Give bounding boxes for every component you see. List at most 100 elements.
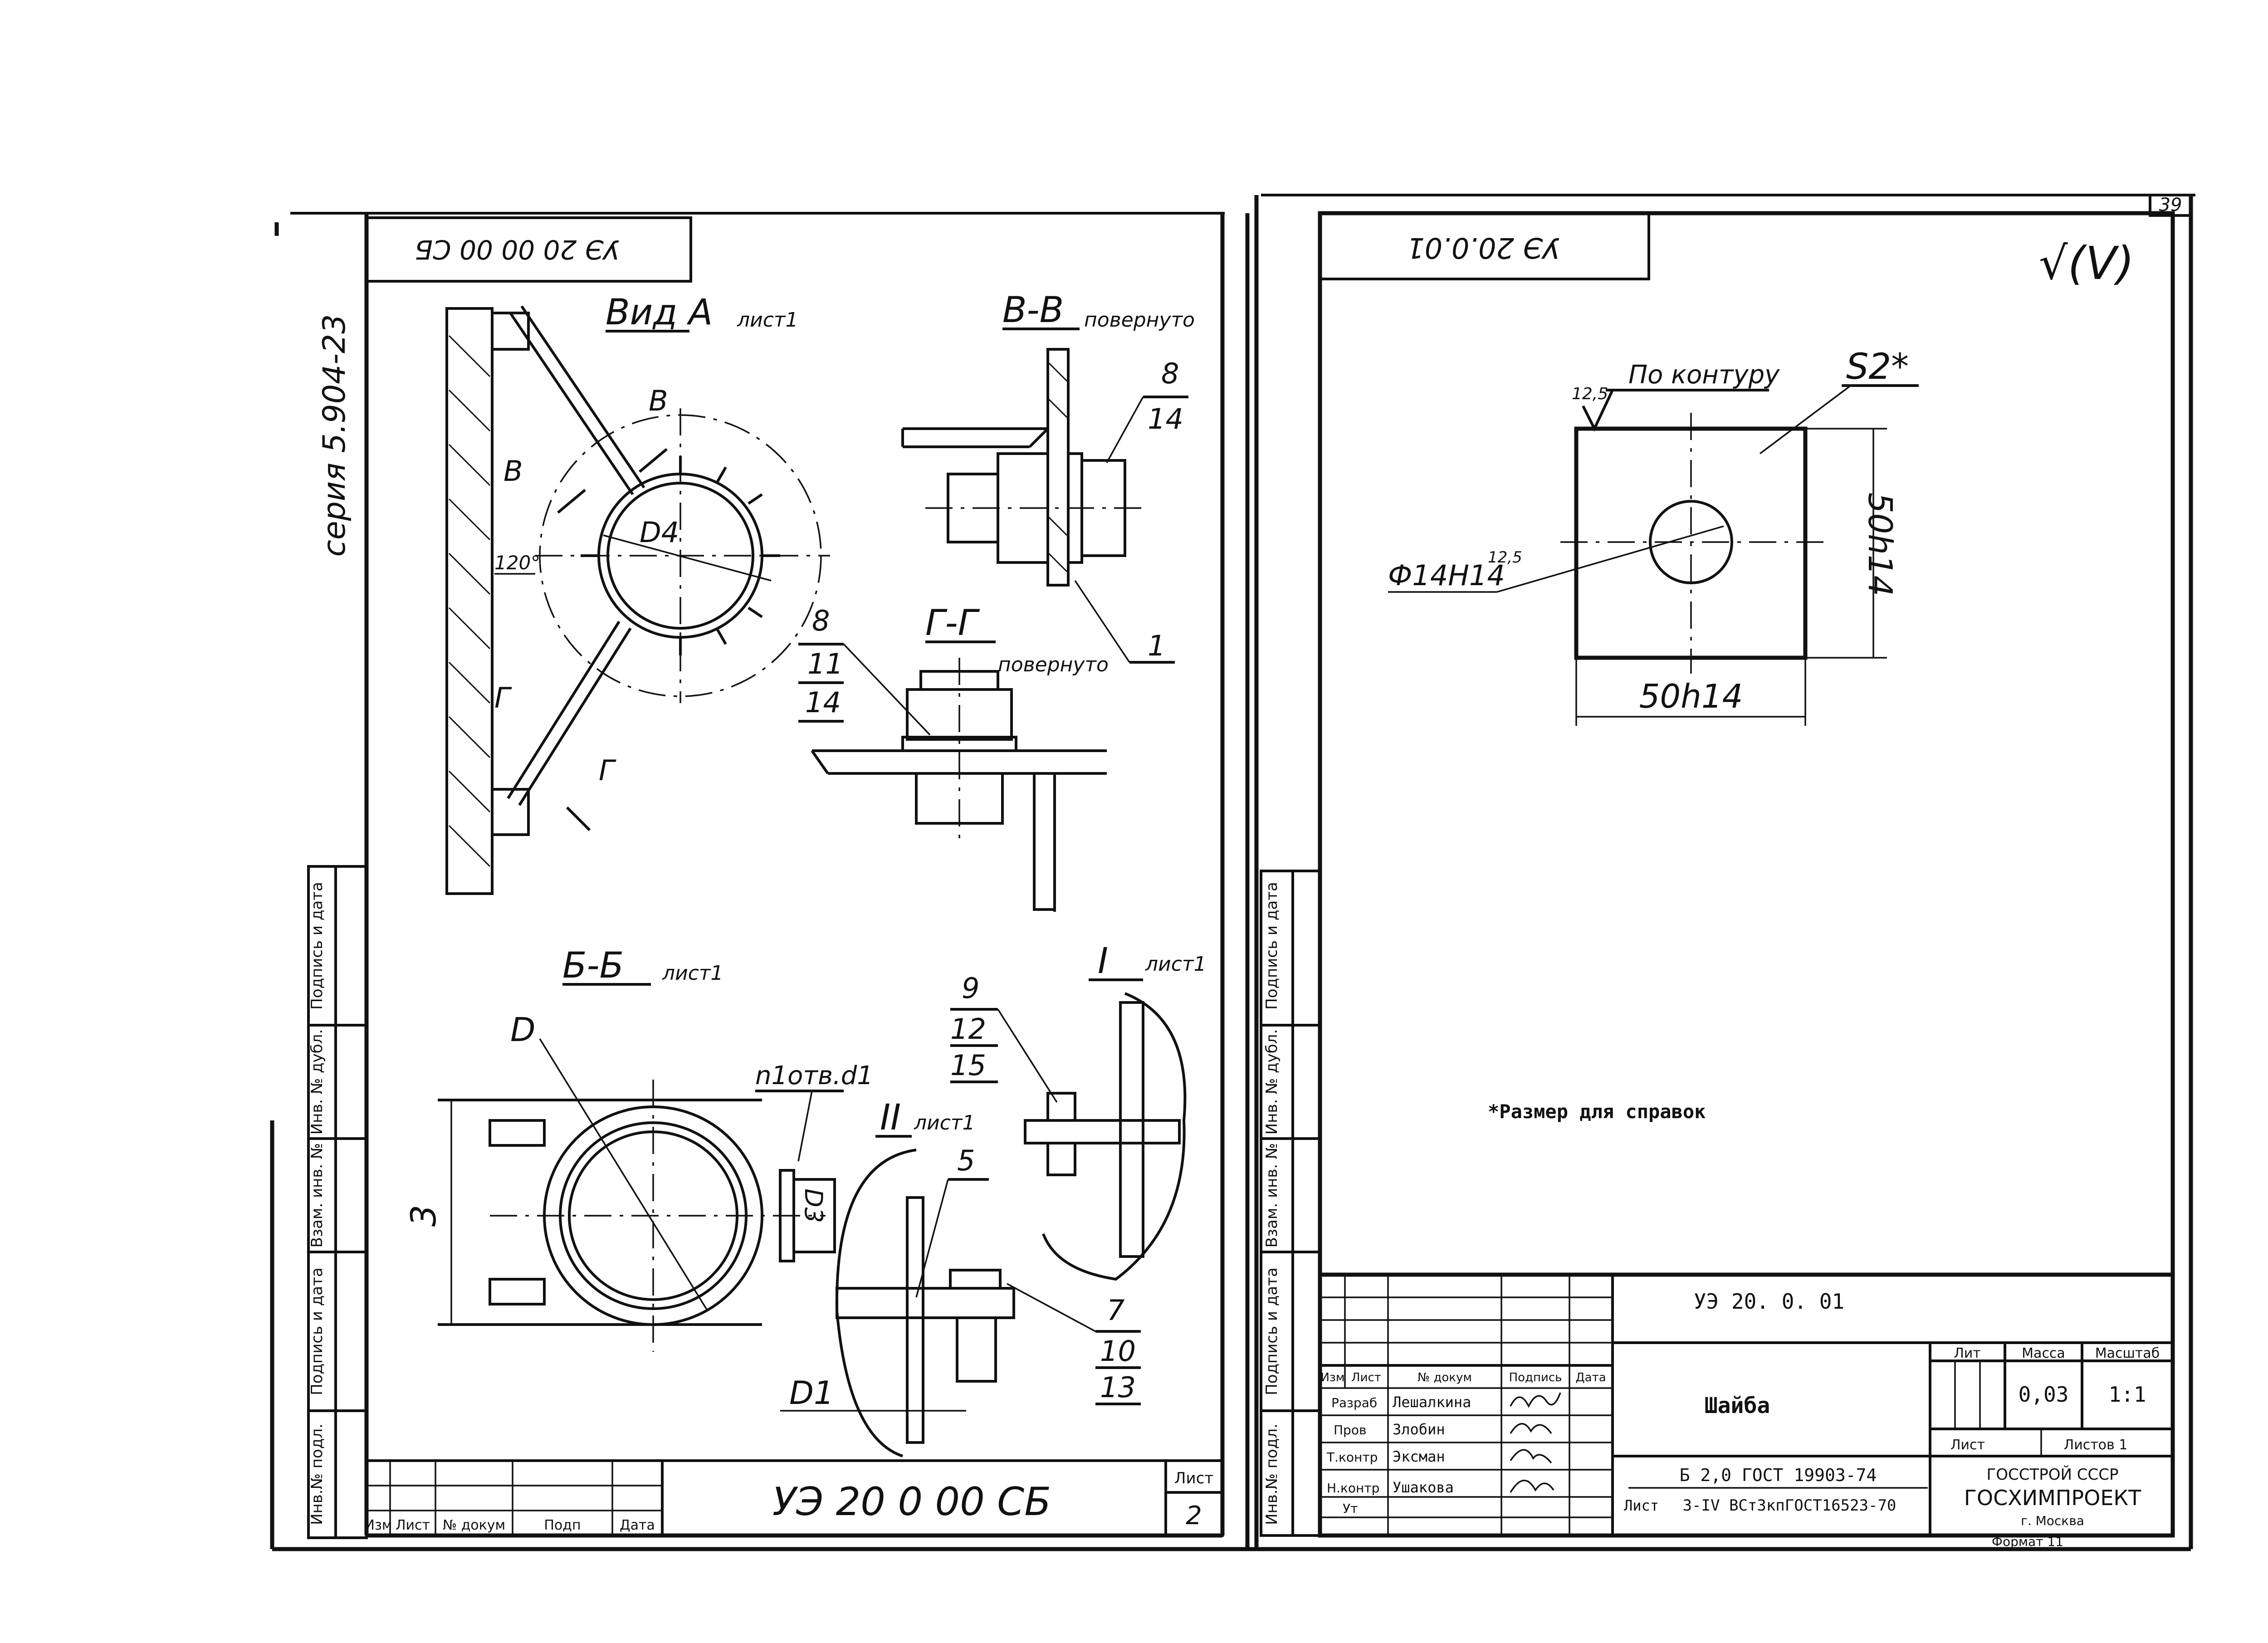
dim-3: 3 xyxy=(403,1205,444,1227)
corner-number: 39 xyxy=(2159,195,2182,215)
right-inner-frame xyxy=(1318,211,2175,1538)
left-tb-h2: Лист xyxy=(396,1517,430,1533)
right-side-col-5: Подпись и дата xyxy=(1263,882,1281,1010)
hole-roughness: 12,5 xyxy=(1488,548,1522,567)
callout-14-v: 14 xyxy=(1148,402,1183,435)
name-razrab: Лешалкина xyxy=(1393,1394,1471,1411)
label-angle: 120° xyxy=(494,552,540,574)
left-sheet: УЭ 20 00 00 СБ серия 5.904-23 Инв.№ подл… xyxy=(270,212,1256,1551)
callout-12: 12 xyxy=(950,1012,986,1046)
right-side-columns: Инв.№ подл. Подпись и дата Взам. инв. № … xyxy=(1260,870,1321,1537)
left-tb-code: УЭ 20 0 00 СБ xyxy=(772,1479,1051,1525)
cut-b-top: В xyxy=(649,384,668,417)
section-v: В-В повернуто 8 14 1 xyxy=(901,290,1195,664)
thickness-label: S2* xyxy=(1846,347,1909,387)
washer-drawing: По контуру 12,5 S2* Ф14Н14 12,5 50h14 50… xyxy=(1388,347,1919,726)
right-top-stamp-code: УЭ 20.0.01 xyxy=(1407,231,1559,264)
material-prefix: Лист xyxy=(1624,1497,1659,1514)
cut-b-left: В xyxy=(503,455,523,488)
label-d1: D1 xyxy=(789,1374,834,1412)
section-b-title: Б-Б xyxy=(562,945,624,986)
role-tkontr: Т.контр xyxy=(1326,1450,1378,1465)
height-dim: 50h14 xyxy=(1861,493,1899,597)
section-b-ref: лист1 xyxy=(662,962,723,985)
section-g-title: Г-Г xyxy=(925,603,980,644)
callout-9: 9 xyxy=(962,972,979,1005)
right-side-col-3: Взам. инв. № xyxy=(1263,1143,1281,1248)
right-sheet: 39 УЭ 20.0.01 √(V) Инв.№ подл. Подпись и… xyxy=(1254,194,2195,1551)
right-tb-h1: Изм xyxy=(1321,1371,1345,1384)
scale-value: 1:1 xyxy=(2108,1382,2146,1407)
label-d4: D4 xyxy=(640,516,679,549)
view-a-ref: лист1 xyxy=(737,308,798,332)
left-side-columns: Инв.№ подл. Подпись и дата Взам. инв. № … xyxy=(307,865,368,1539)
reference-note: *Размер для справок xyxy=(1488,1100,1706,1123)
callout-8-v: 8 xyxy=(1161,357,1179,390)
left-title-block: Изм Лист № докум Подп Дата УЭ 20 0 00 СБ… xyxy=(364,1459,1224,1537)
callout-14-g: 14 xyxy=(805,686,841,719)
right-tb-h4: Подпись xyxy=(1509,1371,1562,1384)
callout-7: 7 xyxy=(1107,1294,1124,1327)
scale-label: Масштаб xyxy=(2095,1345,2160,1361)
right-tb-sheets-label: Листов 1 xyxy=(2064,1437,2128,1453)
cut-g-top: Г xyxy=(494,681,512,714)
mass-value: 0,03 xyxy=(2019,1382,2069,1407)
detail-1-outline xyxy=(1042,992,1187,1281)
signature-4 xyxy=(1510,1480,1554,1493)
format-label: Формат 11 xyxy=(1992,1534,2063,1549)
section-b: Б-Б лист1 3 D n1отв.d1 D3 xyxy=(403,945,873,1352)
detail-1: I лист1 9 12 15 xyxy=(950,941,1207,1281)
left-tb-h3: № докум xyxy=(443,1517,505,1533)
callout-8-g: 8 xyxy=(812,604,830,637)
section-v-title: В-В xyxy=(1002,290,1064,331)
material-1: Б 2,0 ГОСТ 19903-74 xyxy=(1680,1465,1877,1485)
detail-1-title: I xyxy=(1098,941,1108,982)
roughness-symbol: √(V) xyxy=(2039,237,2134,290)
left-top-stamp xyxy=(365,216,692,283)
detail-2-ref: лист1 xyxy=(914,1111,975,1134)
right-tb-h5: Дата xyxy=(1575,1371,1606,1384)
callout-5: 5 xyxy=(957,1144,975,1177)
right-tb-h3: № докум xyxy=(1418,1371,1472,1384)
left-tb-sheet-no: 2 xyxy=(1186,1501,1202,1531)
mass-label: Масса xyxy=(2022,1345,2065,1361)
role-razrab: Разраб xyxy=(1331,1395,1377,1410)
section-g-note: повернуто xyxy=(998,653,1109,676)
left-side-col-1: Инв.№ подл. xyxy=(308,1423,326,1525)
right-side-col-2: Подпись и дата xyxy=(1263,1267,1281,1395)
callout-15: 15 xyxy=(950,1049,986,1082)
callout-10: 10 xyxy=(1100,1335,1136,1368)
label-holes: n1отв.d1 xyxy=(755,1061,873,1090)
right-side-col-4: Инв. № дубл. xyxy=(1263,1029,1281,1135)
left-tb-h4: Подп xyxy=(544,1517,581,1533)
role-nkontr: Н.контр xyxy=(1327,1481,1379,1496)
right-tb-code: УЭ 20. 0. 01 xyxy=(1694,1289,1844,1314)
detail-2: II лист1 5 7 10 13 D1 xyxy=(780,1097,1141,1457)
contour-note: По контуру xyxy=(1628,360,1780,390)
cut-g-bottom: Г xyxy=(599,754,616,787)
callout-1: 1 xyxy=(1148,629,1165,662)
label-d: D xyxy=(510,1011,535,1049)
role-prov: Пров xyxy=(1334,1423,1366,1438)
label-d3: D3 xyxy=(799,1188,828,1223)
section-g: Г-Г повернуто 8 11 14 xyxy=(798,603,1109,912)
signature-3 xyxy=(1510,1449,1552,1464)
right-side-col-1: Инв.№ подл. xyxy=(1263,1423,1281,1525)
left-tb-sheet-label: Лист xyxy=(1174,1469,1213,1487)
name-tkontr: Эксман xyxy=(1393,1448,1445,1465)
callout-13: 13 xyxy=(1100,1371,1136,1404)
right-tb-sheet-label: Лист xyxy=(1950,1437,1985,1453)
signature-1 xyxy=(1510,1392,1561,1408)
detail-2-title: II xyxy=(880,1097,901,1138)
right-top-stamp xyxy=(1319,212,1650,280)
org-1: ГОССТРОЙ СССР xyxy=(1987,1465,2119,1484)
org-3: г. Москва xyxy=(2021,1513,2084,1528)
org-2: ГОСХИМПРОЕКТ xyxy=(1964,1486,2141,1510)
wall xyxy=(445,307,494,895)
name-nkontr: Ушакова xyxy=(1393,1479,1454,1496)
series-label: серия 5.904-23 xyxy=(317,314,352,557)
washer-hole xyxy=(1649,500,1733,584)
detail-1-ref: лист1 xyxy=(1145,953,1207,976)
left-side-col-4: Инв. № дубл. xyxy=(308,1029,326,1135)
